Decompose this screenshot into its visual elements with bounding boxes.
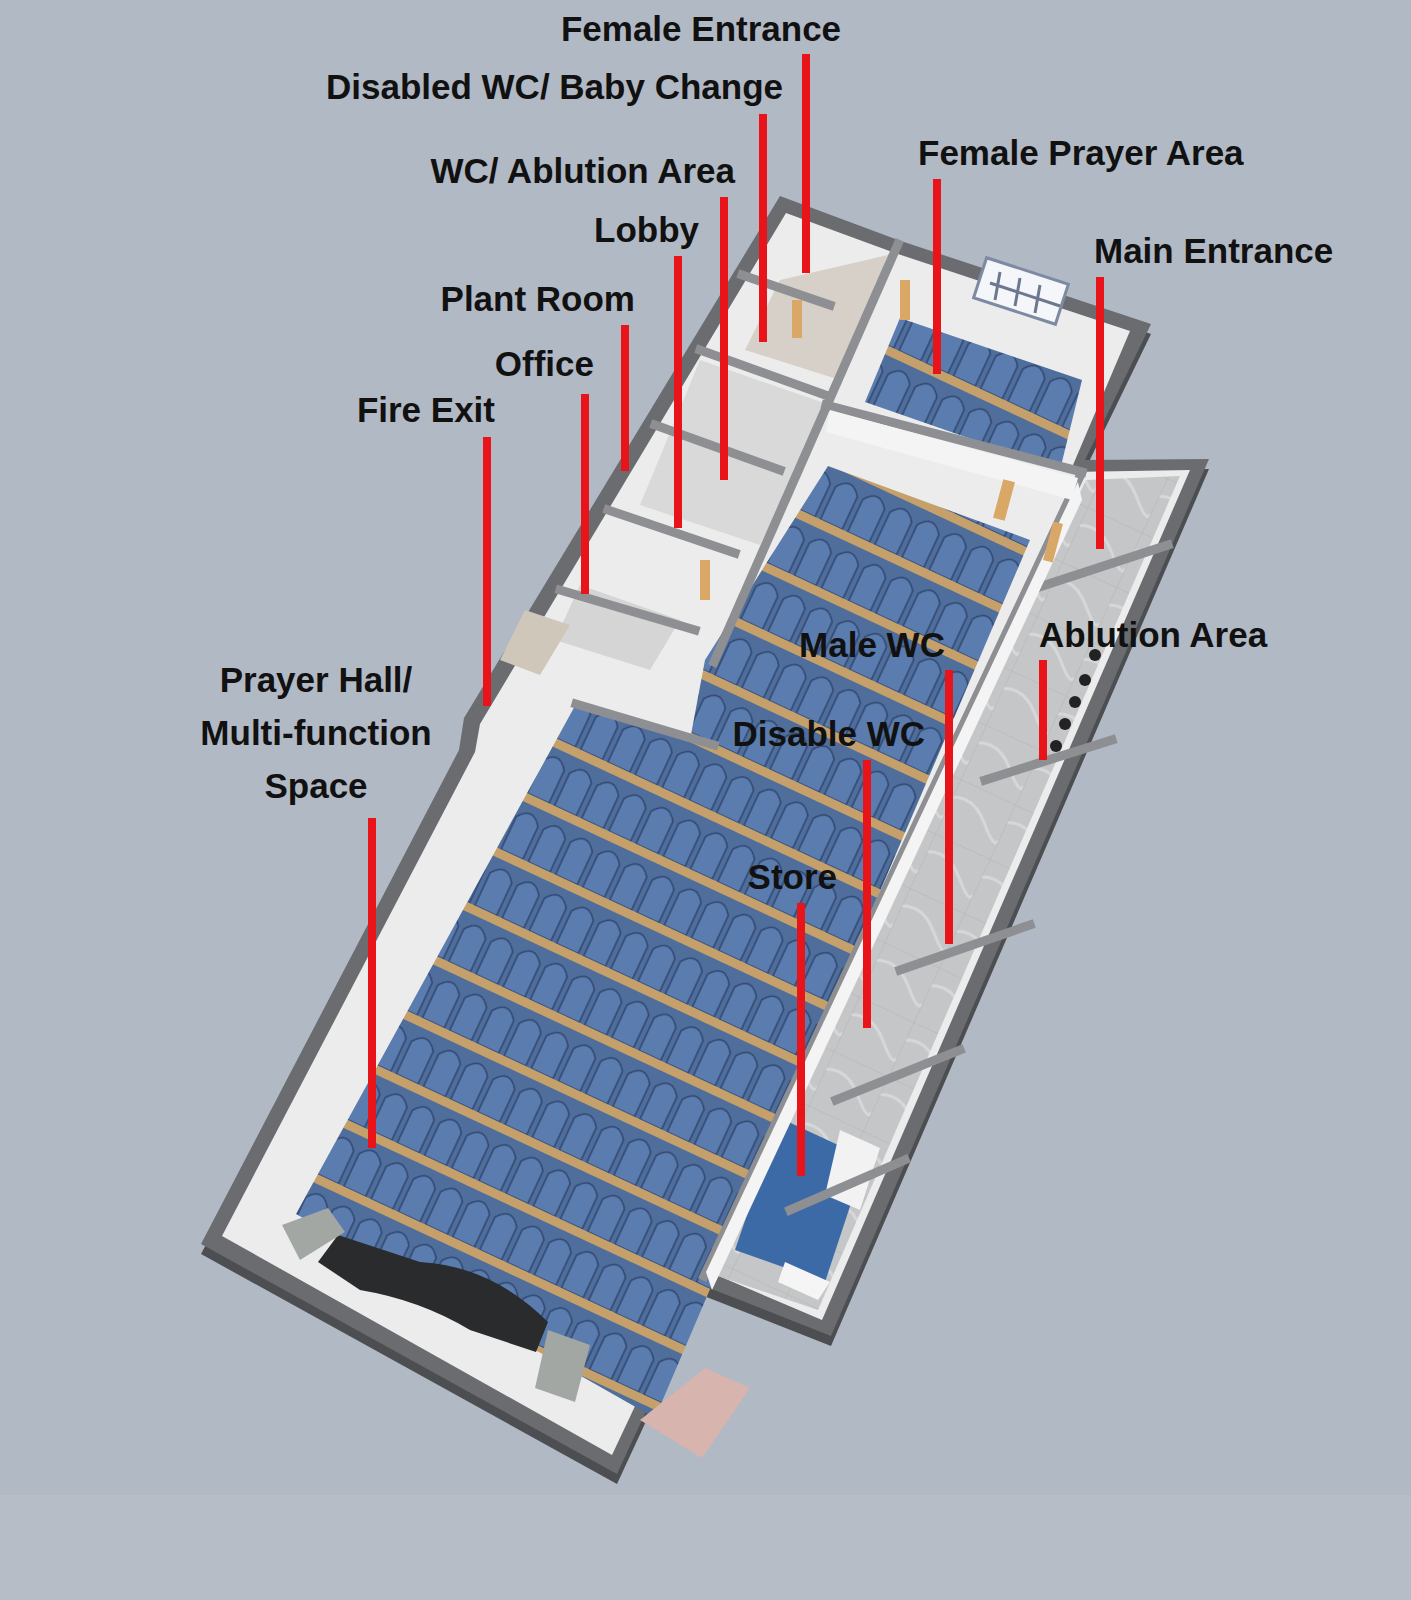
doors [700, 280, 1063, 600]
leader-line [863, 760, 871, 1028]
ablution-taps [1050, 649, 1101, 752]
leader-line [621, 325, 629, 471]
leader-line [1039, 660, 1047, 760]
leader-line [759, 114, 767, 342]
room-label: WC/ Ablution Area [430, 151, 735, 191]
room-label: Office [495, 344, 594, 384]
room-label: Plant Room [441, 279, 635, 319]
room-label: Prayer Hall/ Multi-function Space [171, 653, 461, 812]
leader-line [1096, 277, 1104, 549]
leader-line [720, 197, 728, 480]
leader-line [802, 54, 810, 273]
mihrab [318, 1235, 548, 1352]
room-label: Lobby [594, 210, 699, 250]
leader-line [945, 670, 953, 944]
leader-line [581, 394, 589, 594]
room-label: Female Prayer Area [918, 133, 1244, 173]
entrance-mat [640, 1368, 750, 1458]
leader-line [797, 903, 805, 1176]
leader-line [368, 818, 376, 1148]
prayer-hall-carpet [296, 466, 1030, 1418]
leader-line [674, 256, 682, 528]
store-steps [778, 1262, 830, 1300]
window-grid [990, 272, 1060, 313]
room-label: Disabled WC/ Baby Change [326, 67, 783, 107]
floor [222, 213, 1190, 1455]
outer-wall [201, 196, 1209, 1474]
wall-base [201, 206, 1209, 1484]
marble-block [535, 1330, 590, 1402]
background [0, 0, 1411, 1495]
window [974, 258, 1069, 325]
room-label: Main Entrance [1094, 231, 1333, 271]
room-label: Male WC [799, 625, 945, 665]
wall-faces [706, 410, 1082, 1290]
room-label: Disable WC [732, 714, 925, 754]
leader-line [933, 179, 941, 374]
interior-walls [560, 244, 1168, 1276]
room-label: Store [748, 857, 837, 897]
room-label: Female Entrance [561, 9, 841, 49]
marble-block [282, 1208, 345, 1260]
leader-line [483, 437, 491, 706]
room-label: Fire Exit [357, 390, 495, 430]
background-band [0, 1495, 1411, 1600]
leader-lines [372, 54, 1100, 1176]
stair [500, 610, 570, 675]
room-label: Ablution Area [1039, 615, 1267, 655]
